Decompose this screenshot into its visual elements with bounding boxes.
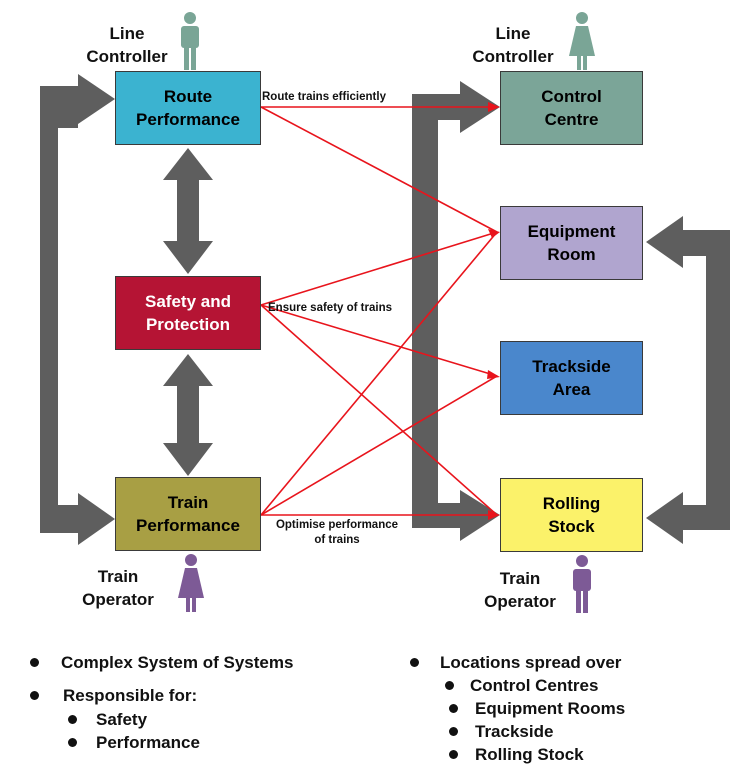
safety-protection-box: Safety and Protection [115,276,261,350]
person-icon [181,12,199,70]
control-centre-box: Control Centre [500,71,643,145]
bullet-equipment-rooms: Equipment Rooms [475,699,626,718]
bullet-dot [410,658,419,667]
link-safety-rolling [260,304,498,516]
bullet-locations-spread: Locations spread over [440,653,622,672]
bullet-trackside: Trackside [475,722,554,741]
bullet-control-centres: Control Centres [470,676,599,695]
bullet-dot [68,715,77,724]
bullet-dot [449,750,458,759]
route-performance-box: Route Performance [115,71,261,145]
double-arrow-route-safety [163,148,213,274]
train-performance-box: Train Performance [115,477,261,551]
bullet-dot [30,691,39,700]
ensure-safety-label: Ensure safety of trains [268,302,392,314]
center-bracket-arrow [412,81,500,541]
bullet-dot [30,658,39,667]
route-trains-label: Route trains efficiently [262,91,386,103]
bullet-responsible-for: Responsible for: [63,686,198,705]
bullet-performance: Performance [96,733,200,752]
trackside-area-box: Trackside Area [500,341,643,415]
line-controller-label-right: Line Controller [472,24,554,66]
bullet-dot [449,727,458,736]
arrowhead-control [488,102,500,112]
link-train-equipment [260,231,498,516]
arrowhead-trackside [487,370,500,379]
person-icon [573,555,591,613]
arrowhead-equipment [488,229,500,238]
bullet-safety: Safety [96,710,148,729]
bullet-dot [68,738,77,747]
right-bracket-arrow [646,216,730,544]
bullet-rolling-stock: Rolling Stock [475,745,584,764]
arrowhead-rolling [488,510,500,520]
train-operator-label-right: Train Operator [484,569,556,611]
train-operator-label-left: Train Operator [82,567,154,609]
link-safety-trackside [260,304,498,377]
link-route-equipment [260,106,498,233]
equipment-room-box: Equipment Room [500,206,643,280]
double-arrow-safety-train [163,354,213,476]
bullet-dot [449,704,458,713]
person-icon [569,12,595,70]
bullet-dot [445,681,454,690]
rolling-stock-box: Rolling Stock [500,478,643,552]
bullet-complex-system: Complex System of Systems [61,653,294,672]
optimise-performance-label: Optimise performance of trains [275,519,399,546]
left-bracket-arrow [40,74,115,545]
link-train-trackside [260,375,498,516]
person-icon [178,554,204,612]
line-controller-label-left: Line Controller [86,24,168,66]
link-safety-equipment [260,231,498,306]
